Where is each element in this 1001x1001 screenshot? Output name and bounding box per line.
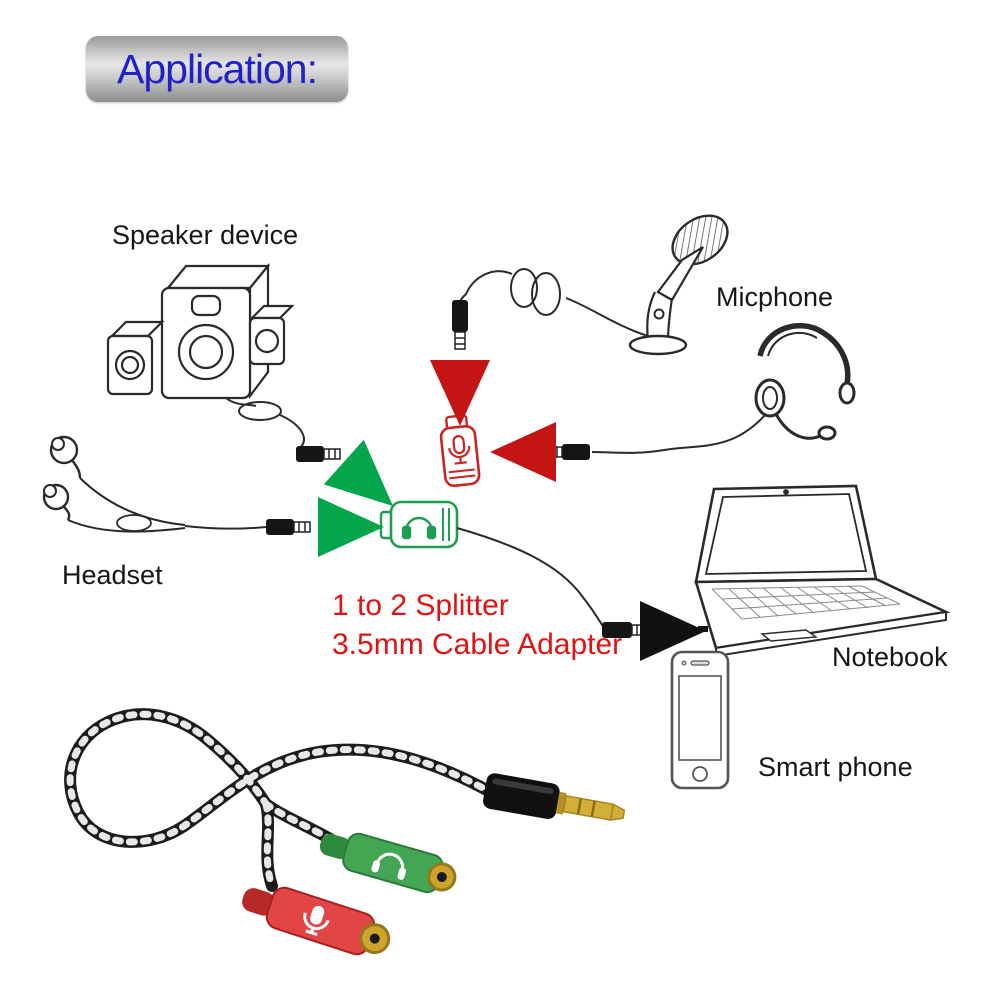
smartphone-label: Smart phone bbox=[758, 752, 913, 782]
braided-cable bbox=[64, 708, 500, 892]
audio-plug-earbuds bbox=[266, 519, 311, 535]
female-jack-green bbox=[319, 832, 457, 894]
microphone-illustration bbox=[459, 214, 729, 356]
notebook-label: Notebook bbox=[832, 642, 948, 672]
mic-headset-illustration bbox=[591, 322, 856, 454]
laptop-illustration bbox=[694, 484, 951, 658]
application-banner: Application: bbox=[86, 36, 348, 102]
earbuds-illustration bbox=[42, 435, 267, 533]
female-jack-red bbox=[242, 886, 391, 956]
headset-label: Headset bbox=[62, 560, 163, 590]
microphone-label: Micphone bbox=[716, 282, 834, 312]
splitter-mic-port bbox=[439, 414, 481, 488]
caption-line-1: 1 to 2 Splitter bbox=[332, 589, 509, 622]
speaker-illustration bbox=[106, 262, 295, 400]
mic-plug-down bbox=[452, 300, 468, 350]
audio-plug-speaker bbox=[296, 446, 341, 462]
mic-icon bbox=[303, 905, 330, 937]
audio-arrow-from-speaker bbox=[323, 439, 393, 507]
page-title: Application: bbox=[117, 45, 318, 92]
caption-line-2: 3.5mm Cable Adapter bbox=[332, 628, 623, 661]
speaker-cable bbox=[225, 397, 305, 449]
splitter-audio-port bbox=[379, 500, 459, 549]
headphone-icon bbox=[371, 852, 407, 880]
speaker-label: Speaker device bbox=[112, 220, 299, 250]
product-caption: 1 to 2 Splitter 3.5mm Cable Adapter bbox=[332, 586, 622, 664]
product-photo bbox=[64, 708, 626, 956]
male-plug bbox=[483, 773, 626, 821]
mic-plug-left bbox=[545, 444, 590, 460]
mic-icon bbox=[448, 434, 471, 465]
smartphone-illustration bbox=[670, 650, 730, 790]
splitter-output-cable bbox=[456, 527, 605, 629]
headphone-icon bbox=[401, 516, 437, 540]
